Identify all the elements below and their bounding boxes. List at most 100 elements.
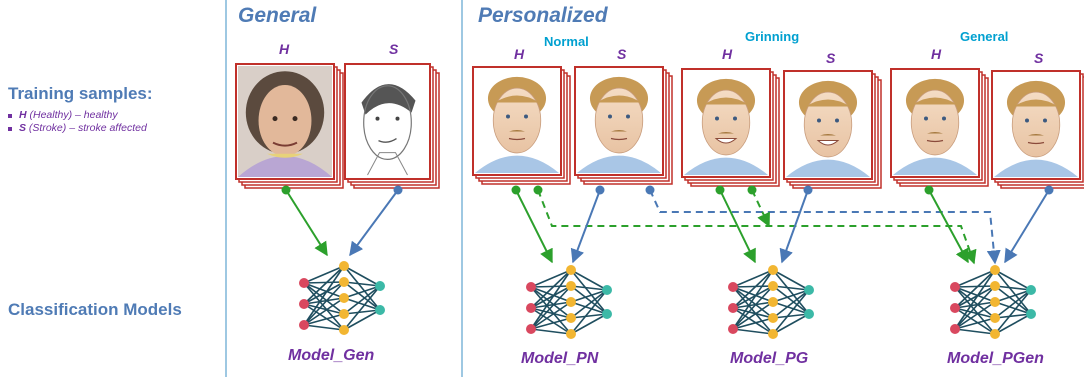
input-node [299, 320, 309, 330]
input-node [299, 299, 309, 309]
flow-arrow [719, 189, 756, 264]
input-node [299, 278, 309, 288]
connector-dot [281, 185, 291, 195]
flow-arrow [515, 189, 553, 264]
sample-image-healthy-general-p [890, 68, 989, 187]
classification-models-title: Classification Models [8, 300, 182, 319]
legend-item-healthy: H (Healthy) – healthy [8, 109, 147, 122]
variant-label-normal: Normal [544, 34, 589, 49]
connector-dot [747, 185, 757, 195]
legend-text-healthy: (Healthy) – healthy [26, 109, 118, 121]
sample-image-healthy-normal [472, 66, 571, 185]
input-node [950, 282, 960, 292]
output-node [1026, 309, 1036, 319]
hidden-node [768, 297, 778, 307]
flow-arrow [537, 189, 977, 265]
connector-dot [803, 185, 813, 195]
hidden-node [339, 293, 349, 303]
output-node [602, 285, 612, 295]
flow-arrow [649, 189, 1001, 265]
sample-image-stroke-general-p [991, 70, 1084, 189]
output-node [375, 281, 385, 291]
connector-dot [1044, 185, 1054, 195]
input-node [728, 282, 738, 292]
hidden-node [990, 297, 1000, 307]
output-node [602, 309, 612, 319]
flow-arrow [285, 189, 328, 257]
sample-label-s: S [617, 46, 627, 62]
legend-key-stroke: S [19, 122, 27, 134]
sample-label-h: H [722, 46, 733, 62]
sample-label-s: S [826, 50, 836, 66]
hidden-node [566, 329, 576, 339]
sample-label-h: H [514, 46, 525, 62]
flow-arrow [928, 189, 969, 264]
input-node [526, 282, 536, 292]
model-label-gen: Model_Gen [288, 347, 375, 364]
sample-image-stroke-grinning [783, 70, 882, 189]
sample-image-healthy-general [235, 63, 344, 189]
hidden-node [990, 265, 1000, 275]
input-node [950, 303, 960, 313]
bullet-icon [8, 113, 12, 118]
input-node [526, 303, 536, 313]
training-samples-title: Training samples: [8, 84, 153, 103]
connector-dot [533, 185, 543, 195]
hidden-node [768, 281, 778, 291]
section-title-personalized: Personalized [478, 4, 608, 27]
section-title-general: General [238, 4, 317, 27]
hidden-node [339, 277, 349, 287]
neural-net-model-pg [728, 265, 814, 339]
sample-label-h: H [279, 41, 290, 57]
hidden-node [990, 313, 1000, 323]
connector-dot [924, 185, 934, 195]
input-node [728, 324, 738, 334]
sample-image-stroke-general [344, 63, 440, 189]
connector-dot [393, 185, 403, 195]
bullet-icon [8, 126, 12, 131]
model-label-pg: Model_PG [730, 350, 809, 367]
training-legend: H (Healthy) – healthy S (Stroke) – strok… [8, 109, 147, 135]
legend-key-healthy: H [19, 109, 27, 121]
hidden-node [566, 281, 576, 291]
hidden-node [768, 329, 778, 339]
hidden-node [566, 313, 576, 323]
output-node [804, 285, 814, 295]
input-node [526, 324, 536, 334]
neural-net-model-pn [526, 265, 612, 339]
hidden-node [566, 297, 576, 307]
sample-image-stroke-normal [574, 66, 673, 185]
flow-arrow [779, 189, 809, 264]
model-label-pn: Model_PN [521, 350, 599, 367]
hidden-node [768, 265, 778, 275]
neural-net-model-gen [299, 261, 385, 335]
flow-arrow [1004, 189, 1050, 264]
input-node [950, 324, 960, 334]
hidden-node [990, 329, 1000, 339]
legend-text-stroke: (Stroke) – stroke affected [26, 122, 147, 134]
input-node [728, 303, 738, 313]
neural-net-model-pgen [950, 265, 1036, 339]
hidden-node [768, 313, 778, 323]
flow-arrow [570, 189, 601, 264]
legend-item-stroke: S (Stroke) – stroke affected [8, 122, 147, 135]
output-node [1026, 285, 1036, 295]
sample-image-healthy-grinning [681, 68, 780, 187]
hidden-node [339, 309, 349, 319]
connector-dot [715, 185, 725, 195]
model-label-pgen: Model_PGen [947, 350, 1044, 367]
hidden-node [566, 265, 576, 275]
connector-dot [645, 185, 655, 195]
flow-arrow [751, 189, 770, 228]
output-node [804, 309, 814, 319]
output-node [375, 305, 385, 315]
hidden-node [339, 325, 349, 335]
variant-label-general: General [960, 29, 1009, 44]
sample-label-s: S [1034, 50, 1044, 66]
hidden-node [339, 261, 349, 271]
sample-label-h: H [931, 46, 942, 62]
variant-label-grinning: Grinning [745, 29, 800, 44]
flow-arrow [349, 189, 399, 257]
hidden-node [990, 281, 1000, 291]
